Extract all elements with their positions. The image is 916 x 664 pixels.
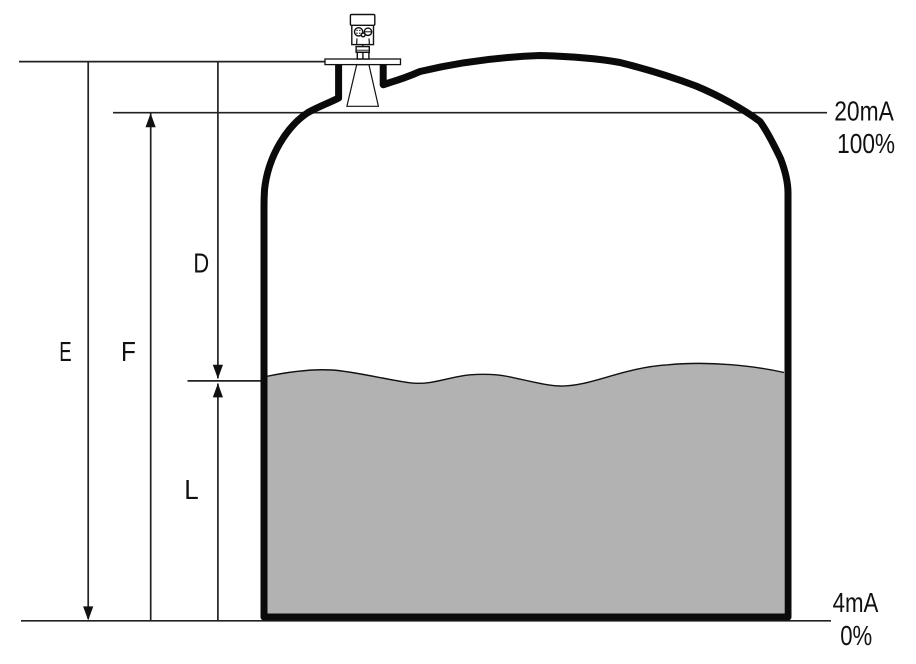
- svg-text:100%: 100%: [837, 128, 895, 159]
- svg-text:0%: 0%: [840, 620, 872, 651]
- svg-text:4mA: 4mA: [833, 587, 879, 618]
- svg-text:D: D: [193, 247, 209, 278]
- svg-text:L: L: [184, 474, 198, 505]
- svg-text:F: F: [121, 336, 136, 367]
- svg-text:E: E: [59, 336, 71, 367]
- svg-text:20mA: 20mA: [834, 95, 894, 126]
